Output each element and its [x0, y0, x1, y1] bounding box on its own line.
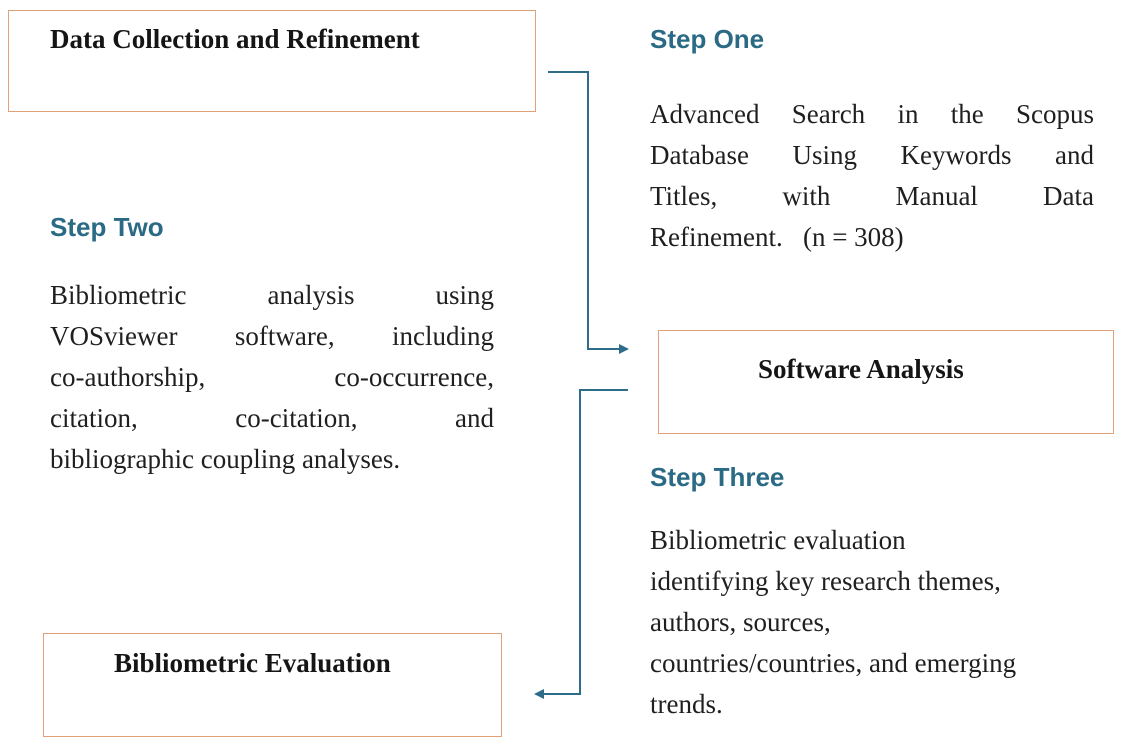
step-one-line: Refinement. (n = 308) [650, 222, 904, 252]
bibliometric-evaluation-box [43, 633, 502, 737]
data-collection-title: Data Collection and Refinement [50, 24, 420, 54]
connector-data-to-software [548, 71, 629, 354]
step-two-line: bibliographic coupling analyses. [50, 444, 401, 474]
connector-software-to-evaluation [534, 389, 628, 699]
step-one-line: Advanced Search in the Scopus [650, 99, 1094, 129]
step-two-description: Bibliometric analysis using VOSviewer so… [50, 275, 494, 480]
bibliometric-evaluation-title: Bibliometric Evaluation [114, 648, 391, 678]
step-one-heading: Step One [650, 24, 765, 54]
step-three-description: Bibliometric evaluation identifying key … [650, 520, 1110, 725]
step-one-line: Titles, with Manual Data [650, 181, 1094, 211]
step-two-line: co-authorship, co-occurrence, [50, 362, 494, 392]
step-three-line: countries/countries, and emerging [650, 648, 1017, 678]
step-three-line: Bibliometric evaluation [650, 525, 906, 555]
software-analysis-title: Software Analysis [758, 354, 964, 384]
step-one-description: Advanced Search in the Scopus Database U… [650, 94, 1094, 258]
software-analysis-box [658, 330, 1114, 434]
step-three-heading: Step Three [650, 462, 785, 492]
step-two-line: citation, co-citation, and [50, 403, 494, 433]
step-three-line: authors, sources, [650, 607, 831, 637]
step-three-line: identifying key research themes, [650, 566, 1001, 596]
step-two-line: Bibliometric analysis using [50, 280, 494, 310]
step-two-heading: Step Two [50, 212, 164, 242]
data-collection-box [8, 10, 536, 112]
step-three-line: trends. [650, 689, 723, 719]
step-two-line: VOSviewer software, including [50, 321, 494, 351]
step-one-line: Database Using Keywords and [650, 140, 1094, 170]
